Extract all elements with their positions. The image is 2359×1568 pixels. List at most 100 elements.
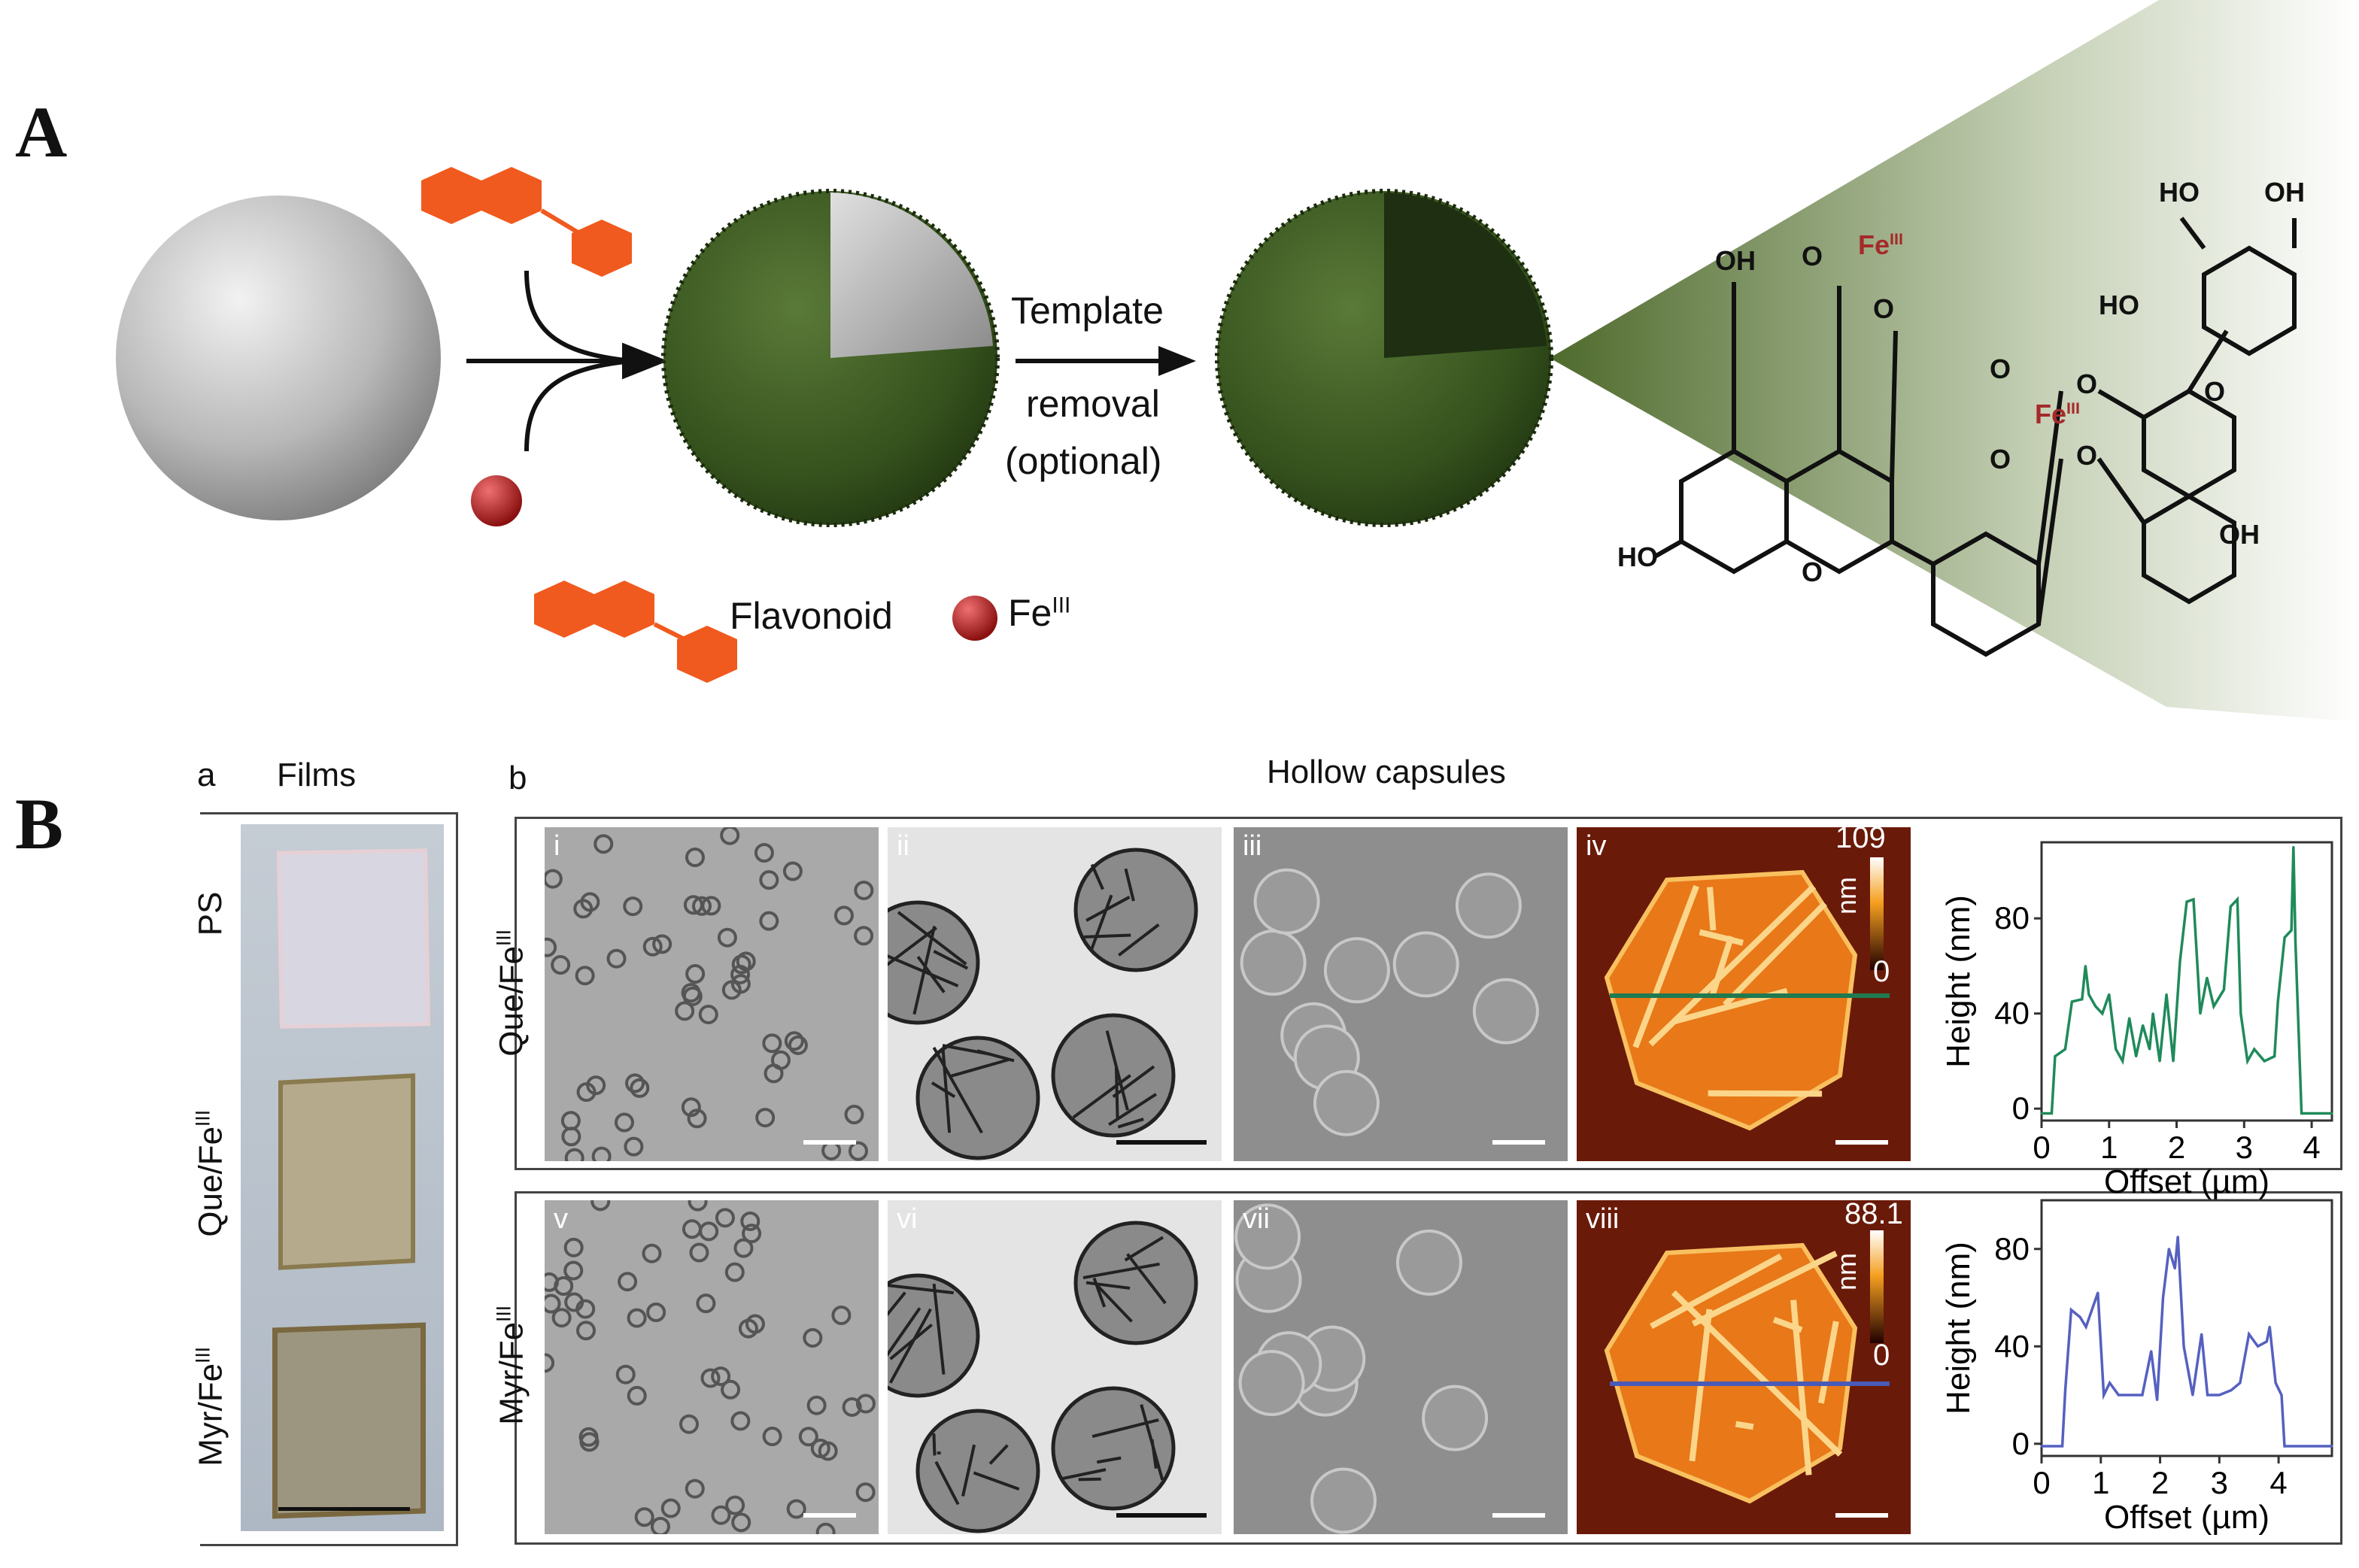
template-sphere bbox=[116, 196, 441, 520]
data-point bbox=[2257, 1345, 2260, 1348]
data-point bbox=[2117, 1394, 2120, 1397]
fe-ion-icon bbox=[471, 475, 522, 526]
afm-max-bottom: 88.1 bbox=[1844, 1197, 1903, 1230]
data-point bbox=[2108, 993, 2111, 996]
y-tick-label: 80 bbox=[1994, 1231, 2030, 1266]
capsules-title: Hollow capsules bbox=[1267, 754, 1506, 790]
chemical-structure bbox=[1653, 217, 2297, 657]
hollow-capsule-cutaway bbox=[1384, 193, 1547, 358]
data-point bbox=[2151, 1012, 2154, 1015]
data-point bbox=[2084, 964, 2087, 967]
sub-label-a: a bbox=[197, 757, 216, 793]
chem-ring-o: O bbox=[1802, 557, 1823, 587]
data-point bbox=[2200, 1333, 2203, 1336]
data-point bbox=[2172, 1060, 2175, 1063]
legend-fe-sup: III bbox=[1052, 593, 1071, 618]
height-profile-line bbox=[2042, 1236, 2332, 1448]
coated-particle-cutaway bbox=[830, 193, 993, 358]
chem-fe-sup: III bbox=[2066, 399, 2081, 417]
data-point bbox=[2158, 1060, 2161, 1063]
panel-b-label: B bbox=[15, 784, 64, 864]
x-tick-label: 2 bbox=[2168, 1130, 2185, 1165]
films-panel bbox=[200, 812, 458, 1546]
afm-max-top: 109 bbox=[1835, 821, 1886, 854]
data-point bbox=[2148, 1048, 2151, 1051]
micrograph-ii: ii bbox=[888, 827, 1222, 1161]
data-point bbox=[2212, 1005, 2215, 1008]
legend-fe-icon bbox=[952, 596, 997, 641]
data-point bbox=[2218, 1394, 2221, 1397]
data-point bbox=[2115, 1048, 2118, 1051]
myr-fe-row bbox=[515, 1191, 2342, 1545]
micrograph-vii: vii bbox=[1234, 1200, 1568, 1534]
films-photo bbox=[241, 824, 444, 1531]
data-point bbox=[2280, 1394, 2283, 1397]
magnification-cone bbox=[1550, 0, 2359, 722]
chem-oh: OH bbox=[1715, 245, 1756, 276]
y-axis-label: Height (nm) bbox=[1940, 1242, 1977, 1415]
data-point bbox=[2109, 1381, 2112, 1385]
chem-fe-sup: III bbox=[1890, 229, 1904, 248]
y-tick-label: 0 bbox=[2012, 1426, 2030, 1461]
data-point bbox=[2283, 1445, 2286, 1448]
micrograph-label: vii bbox=[1243, 1203, 1270, 1235]
data-point bbox=[2096, 1291, 2099, 1294]
data-point bbox=[2330, 1445, 2333, 1448]
chem-fe: FeIII bbox=[1858, 229, 1903, 261]
data-point bbox=[2135, 1055, 2138, 1058]
plot-frame bbox=[2040, 841, 2333, 1122]
data-point bbox=[2173, 1267, 2176, 1270]
micrograph-iii: iii bbox=[1234, 827, 1568, 1161]
chem-o: O bbox=[2076, 368, 2098, 399]
micrograph-vi: vi bbox=[888, 1200, 1222, 1534]
micrograph-i: i bbox=[545, 827, 879, 1161]
sub-label-b: b bbox=[509, 760, 527, 796]
que-fe-row bbox=[515, 817, 2342, 1170]
step-label-optional: (optional) bbox=[1005, 440, 1162, 482]
data-point bbox=[2069, 1309, 2072, 1312]
y-tick-label: 80 bbox=[1994, 900, 2030, 936]
height-profile-line bbox=[2042, 847, 2332, 1115]
step-label-template: Template bbox=[1011, 290, 1164, 332]
data-point bbox=[2253, 1048, 2256, 1051]
x-axis-label: Offset (µm) bbox=[2104, 1163, 2269, 1200]
template-removal-arrow-icon bbox=[1016, 346, 1196, 376]
data-point bbox=[2192, 898, 2195, 901]
data-point bbox=[2084, 1325, 2087, 1328]
chem-oh: OH bbox=[2264, 177, 2305, 208]
x-tick-label: 0 bbox=[2033, 1465, 2050, 1500]
data-point bbox=[2070, 1000, 2073, 1003]
merge-arrow-icon bbox=[466, 270, 669, 452]
data-point bbox=[2102, 1394, 2105, 1397]
data-point bbox=[2156, 1399, 2159, 1402]
legend-fe-text: Fe bbox=[1008, 592, 1052, 634]
y-tick-label: 40 bbox=[1994, 1328, 2030, 1363]
x-tick-label: 0 bbox=[2033, 1130, 2050, 1165]
x-axis-label: Offset (µm) bbox=[2104, 1499, 2269, 1536]
chem-o: O bbox=[1873, 293, 1895, 324]
data-point bbox=[2246, 1060, 2249, 1063]
plot-frame bbox=[2040, 1199, 2333, 1457]
data-point bbox=[2063, 1048, 2066, 1051]
chem-ho: HO bbox=[1617, 541, 1658, 572]
data-point bbox=[2236, 898, 2239, 901]
data-point bbox=[2050, 1112, 2053, 1115]
data-point bbox=[2090, 1309, 2093, 1312]
y-axis-label: Height (nm) bbox=[1940, 895, 1977, 1068]
data-point bbox=[2165, 993, 2168, 996]
data-point bbox=[2176, 1236, 2179, 1239]
data-point bbox=[2094, 1005, 2097, 1008]
y-tick-label: 0 bbox=[2012, 1090, 2030, 1126]
data-point bbox=[2273, 1055, 2276, 1058]
micrograph-v: v bbox=[545, 1200, 879, 1534]
micrograph-label: ii bbox=[897, 830, 909, 862]
data-point bbox=[2182, 1345, 2185, 1348]
data-point bbox=[2239, 1381, 2242, 1385]
legend-fe-label: FeIII bbox=[1008, 591, 1070, 635]
data-point bbox=[2191, 1394, 2194, 1397]
micrograph-label: vi bbox=[897, 1203, 918, 1235]
data-point bbox=[2263, 1060, 2266, 1063]
data-point bbox=[2054, 1055, 2057, 1058]
chem-oh: OH bbox=[2219, 519, 2260, 550]
data-point bbox=[2129, 1394, 2132, 1397]
